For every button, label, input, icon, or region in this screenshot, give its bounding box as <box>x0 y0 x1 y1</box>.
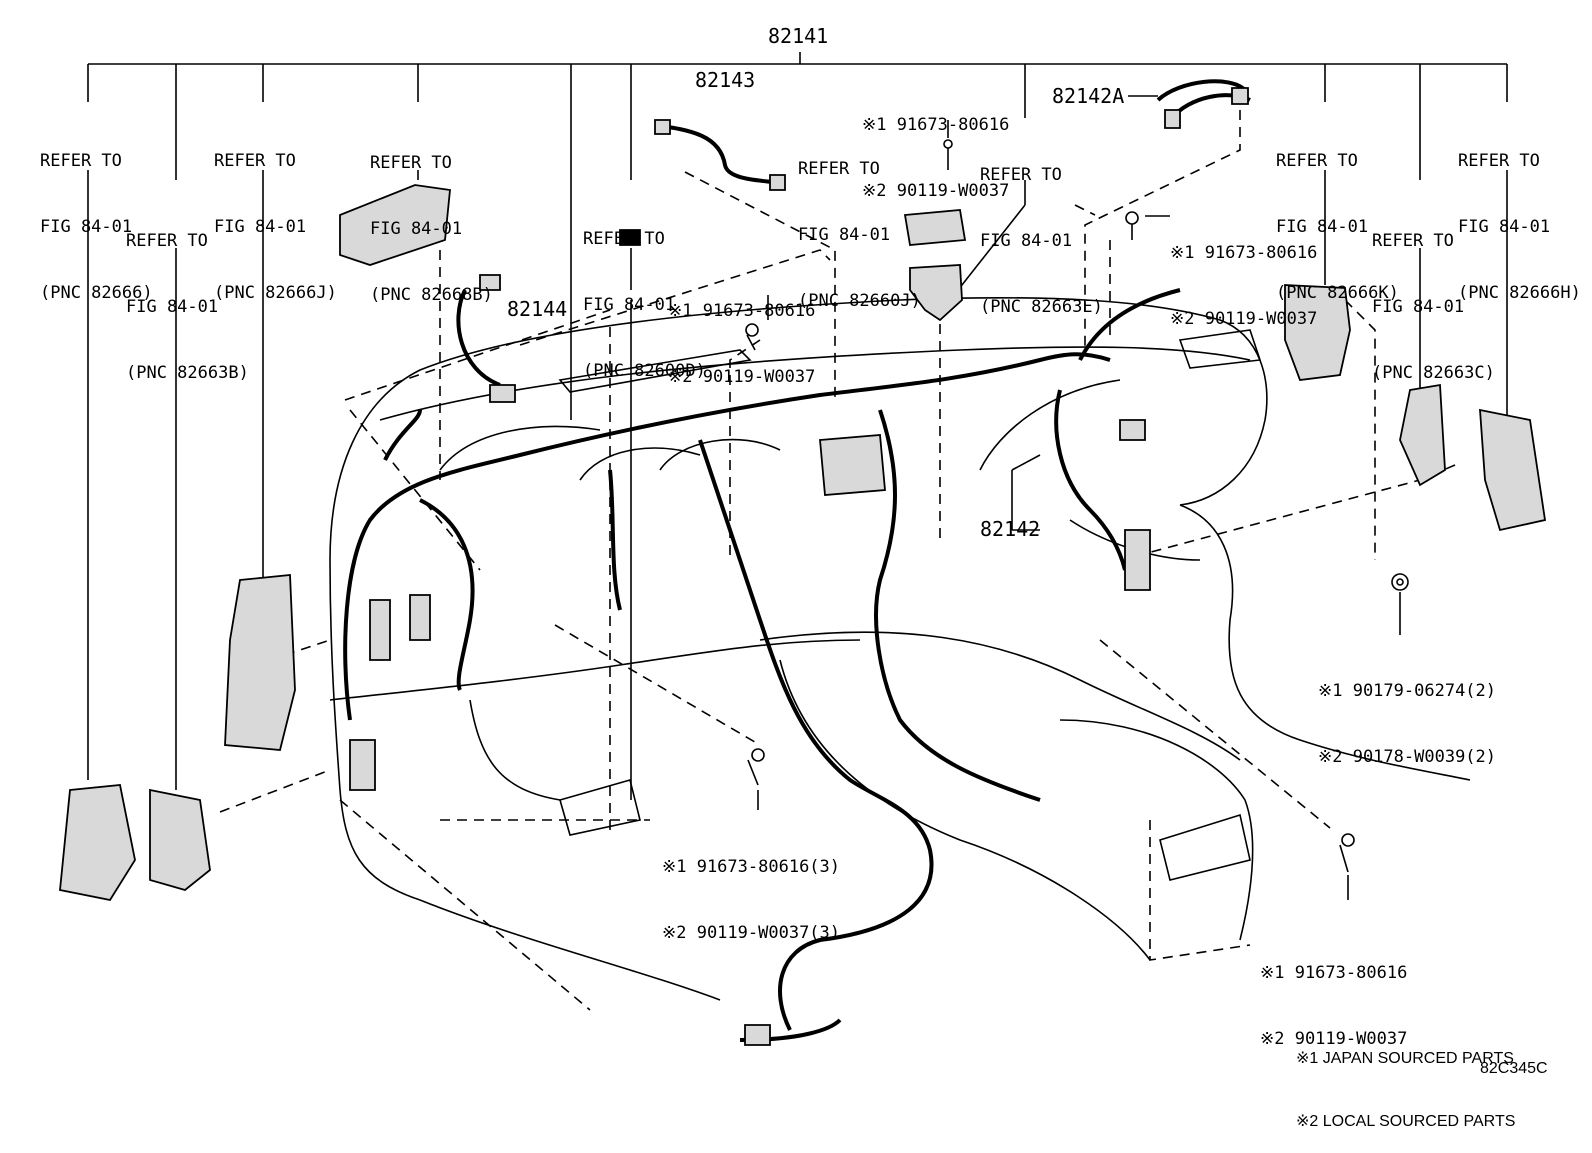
refer-line: REFER TO <box>798 159 880 179</box>
fastener-japan: ※1 91673-80616 <box>1260 963 1408 983</box>
legend-japan-sourced: ※1 JAPAN SOURCED PARTS <box>1296 1050 1514 1067</box>
pnc-line: (PNC 82666) <box>40 283 153 303</box>
refer-to-pnc-82660j: REFER TO FIG 84-01 (PNC 82660J) <box>798 114 921 334</box>
refer-to-pnc-82663c: REFER TO FIG 84-01 (PNC 82663C) <box>1372 186 1495 406</box>
instrument-panel-outline <box>329 296 1471 1001</box>
fig-line: FIG 84-01 <box>980 231 1073 251</box>
fastener-local: ※2 90119-W0037 <box>668 367 816 387</box>
fastener-japan: ※1 90179-06274(2) <box>1318 681 1497 701</box>
fastener-japan: ※1 91673-80616 <box>1170 243 1318 263</box>
refer-to-pnc-82666k: REFER TO FIG 84-01 (PNC 82666K) <box>1276 106 1399 326</box>
fastener-local: ※2 90119-W0037 <box>1170 309 1318 329</box>
pnc-line: (PNC 82668B) <box>370 285 493 305</box>
part-number-82142A: 82142A <box>1052 84 1125 108</box>
leader-82141 <box>87 52 1508 420</box>
refer-line: REFER TO <box>583 229 665 249</box>
pnc-line: (PNC 82666J) <box>214 283 337 303</box>
pnc-line: (PNC 82600D) <box>583 361 706 381</box>
refer-to-pnc-82663b: REFER TO FIG 84-01 (PNC 82663B) <box>126 186 249 406</box>
pnc-line: (PNC 82663C) <box>1372 363 1495 383</box>
part-number-82144: 82144 <box>507 297 568 321</box>
fig-line: FIG 84-01 <box>583 295 676 315</box>
fig-line: FIG 84-01 <box>214 217 307 237</box>
fig-line: FIG 84-01 <box>1276 217 1369 237</box>
figure-code: 82C345C <box>1480 1060 1548 1077</box>
pnc-line: (PNC 82666K) <box>1276 283 1399 303</box>
refer-line: REFER TO <box>214 151 296 171</box>
refer-to-pnc-82666: REFER TO FIG 84-01 (PNC 82666) <box>40 106 153 326</box>
component-blocks <box>59 87 1547 1046</box>
fig-line: FIG 84-01 <box>370 219 463 239</box>
fig-line: FIG 84-01 <box>126 297 219 317</box>
fastener-japan: ※1 91673-80616 <box>668 301 816 321</box>
fastener-callout-bottom-right: ※1 91673-80616 ※2 90119-W0037 <box>1260 918 1407 1072</box>
fastener-callout-top: ※1 91673-80616 ※2 90119-W0037 <box>862 70 1009 224</box>
refer-to-pnc-82666j: REFER TO FIG 84-01 (PNC 82666J) <box>214 106 337 326</box>
fastener-local: ※2 90119-W0037 <box>862 181 1010 201</box>
legend: ※1 JAPAN SOURCED PARTS ※2 LOCAL SOURCED … <box>1296 1006 1515 1153</box>
fastener-callout-nut: ※1 90179-06274(2) ※2 90178-W0039(2) <box>1318 636 1496 790</box>
pnc-line: (PNC 82663E) <box>980 297 1103 317</box>
refer-to-pnc-82668b: REFER TO FIG 84-01 (PNC 82668B) <box>370 108 493 328</box>
refer-line: REFER TO <box>40 151 122 171</box>
fastener-callout-mid: ※1 91673-80616 ※2 90119-W0037 <box>668 256 815 410</box>
fastener-japan: ※1 91673-80616(3) <box>662 857 841 877</box>
refer-line: REFER TO <box>370 153 452 173</box>
fig-line: FIG 84-01 <box>1458 217 1551 237</box>
fastener-local: ※2 90178-W0039(2) <box>1318 747 1497 767</box>
refer-line: REFER TO <box>1458 151 1540 171</box>
refer-to-pnc-82600d: REFER TO FIG 84-01 (PNC 82600D) <box>583 184 706 404</box>
refer-to-pnc-82663e: REFER TO FIG 84-01 (PNC 82663E) <box>980 120 1103 340</box>
part-number-82141: 82141 <box>768 24 829 48</box>
fig-line: FIG 84-01 <box>1372 297 1465 317</box>
fastener-callout-right: ※1 91673-80616 ※2 90119-W0037 <box>1170 198 1317 352</box>
fastener-icons <box>745 120 1409 900</box>
pnc-line: (PNC 82666H) <box>1458 283 1581 303</box>
fastener-callout-bottom: ※1 91673-80616(3) ※2 90119-W0037(3) <box>662 812 840 966</box>
fig-line: FIG 84-01 <box>798 225 891 245</box>
parts-diagram <box>59 52 1547 1046</box>
refer-line: REFER TO <box>126 231 208 251</box>
refer-line: REFER TO <box>1276 151 1358 171</box>
fig-line: FIG 84-01 <box>40 217 133 237</box>
fastener-local: ※2 90119-W0037 <box>1260 1029 1408 1049</box>
refer-to-pnc-82666h: REFER TO FIG 84-01 (PNC 82666H) <box>1458 106 1581 326</box>
legend-local-sourced: ※2 LOCAL SOURCED PARTS <box>1296 1113 1516 1130</box>
pnc-line: (PNC 82663B) <box>126 363 249 383</box>
pnc-line: (PNC 82660J) <box>798 291 921 311</box>
fastener-local: ※2 90119-W0037(3) <box>662 923 841 943</box>
part-number-82142: 82142 <box>980 517 1041 541</box>
refer-line: REFER TO <box>980 165 1062 185</box>
part-number-82143: 82143 <box>695 68 756 92</box>
fastener-japan: ※1 91673-80616 <box>862 115 1010 135</box>
refer-line: REFER TO <box>1372 231 1454 251</box>
